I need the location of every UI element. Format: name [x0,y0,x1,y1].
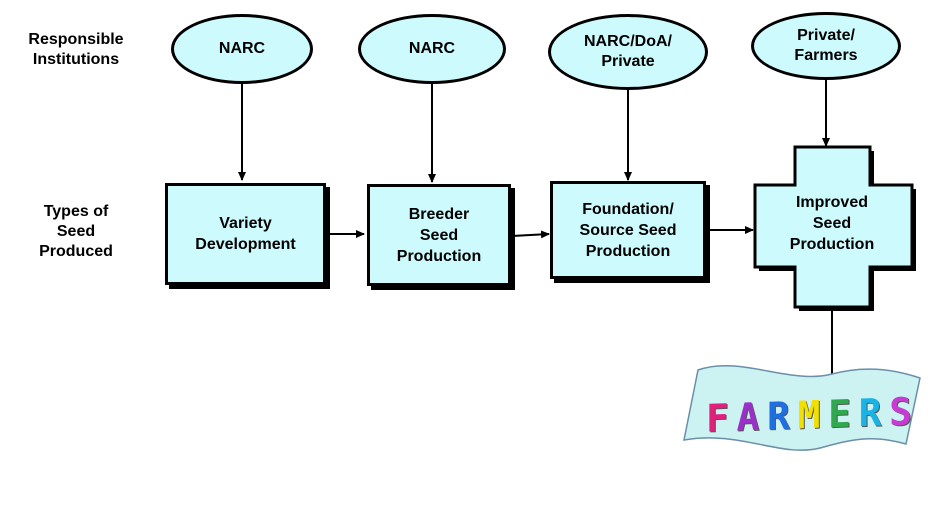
institution-oval-1: NARC [171,14,313,84]
responsible-institutions-label: Responsible Institutions [28,31,124,68]
institution-oval-4: Private/ Farmers [751,12,901,80]
institution-oval-2: NARC [358,14,506,84]
types-of-seed-label: Types of Seed Produced [39,203,113,260]
farmers-text: F A R M E R S [706,386,912,443]
improved-seed-cross [753,145,914,309]
stage-breeder-seed-production: Breeder Seed Production [367,184,511,286]
institution-oval-3: NARC/DoA/ Private [548,14,708,90]
farmers-banner [683,364,921,451]
stage-improved-seed-production: Improved Seed Production [789,194,875,253]
stage-foundation-source-seed-production: Foundation/ Source Seed Production [550,181,706,279]
farmers-letter: M [797,392,821,438]
farmers-letter: R [858,390,882,436]
farmers-letter: S [889,389,912,435]
arrow-stage2-to-stage3 [511,230,550,239]
farmers-letter: F [706,395,729,441]
farmers-letter: E [828,391,851,437]
farmers-letter: A [736,394,760,440]
stage-variety-development: Variety Development [165,183,326,285]
farmers-letter: R [767,393,790,439]
